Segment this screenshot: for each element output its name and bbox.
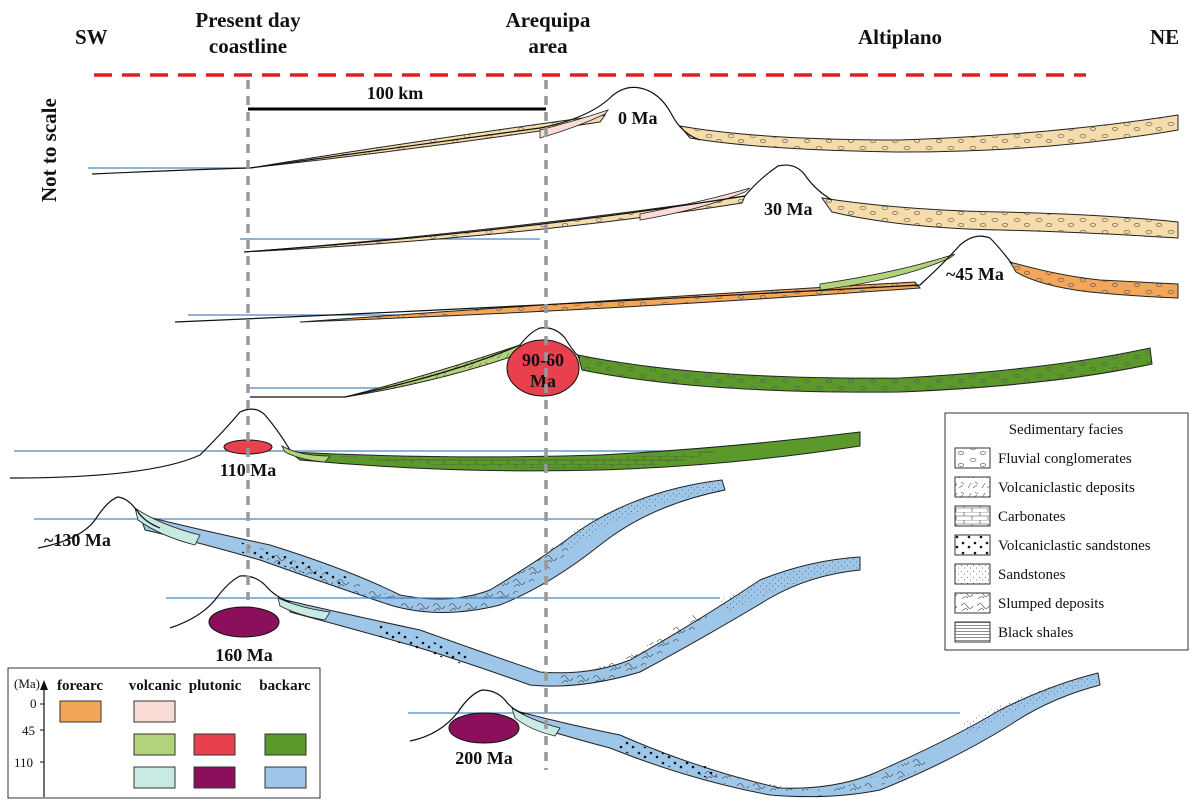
age-label-200ma: 200 Ma	[455, 748, 513, 768]
backarc-basin-fill	[284, 556, 861, 687]
swatch-black-shales	[954, 621, 991, 643]
age-label-130ma: ~130 Ma	[44, 530, 111, 550]
backarc-basin-fill	[519, 672, 1101, 798]
age-label-90-60ma-line1: 90-60	[522, 350, 564, 370]
volcano-profile	[37, 496, 161, 549]
slumped-deposits	[560, 610, 710, 685]
volcano-profile	[91, 86, 701, 175]
slumped-deposits	[700, 755, 930, 796]
row-tick-0: 0	[30, 696, 37, 711]
scale-bar-label: 100 km	[367, 83, 424, 103]
legend-item-carbonates: Carbonates	[998, 509, 1066, 525]
volcano-profile	[409, 689, 526, 742]
pluton-90-60ma	[506, 339, 580, 397]
legend-item-fluvial-conglomerates: Fluvial conglomerates	[998, 451, 1132, 467]
age-label-160ma: 160 Ma	[215, 645, 273, 665]
swatch-volcaniclastic-deposits	[954, 476, 991, 498]
ne-label: NE	[1150, 25, 1179, 49]
age-label-45ma: ~45 Ma	[946, 264, 1004, 284]
legend-item-sandstones: Sandstones	[998, 567, 1066, 583]
swatch-plutonic-old	[193, 766, 236, 789]
forearc-conglomerate-wedge	[244, 196, 745, 252]
backarc-conglomerate-wedge	[578, 348, 1152, 393]
section-130ma: ~130 Ma	[34, 479, 726, 613]
section-45ma: ~45 Ma	[174, 235, 1179, 323]
swatch-backarc-old	[264, 766, 307, 789]
color-key-axis-label: (Ma)	[14, 676, 40, 691]
section-160ma: 160 Ma	[166, 556, 861, 687]
forearc-conglomerate-wedge	[250, 115, 605, 168]
age-label-0ma: 0 Ma	[618, 108, 658, 128]
section-110ma: 110 Ma	[9, 408, 861, 480]
arequipa-label-line2: area	[528, 34, 568, 58]
col-header-plutonic: plutonic	[189, 678, 242, 694]
row-tick-110: 110	[14, 755, 33, 770]
section-90-60ma: 90-60 Ma	[248, 327, 1153, 398]
facies-legend: Sedimentary facies Fluvial conglomerates…	[944, 412, 1189, 651]
sw-label: SW	[75, 25, 108, 49]
forearc-volcanic-wedge	[345, 345, 525, 397]
volcanic-wedge	[819, 253, 956, 291]
swatch-plutonic-mid	[193, 733, 236, 756]
legend-item-volcaniclastic-sandstones: Volcaniclastic sandstones	[998, 538, 1151, 554]
pluton-160ma	[208, 606, 280, 638]
slumped-deposits	[260, 540, 570, 612]
backarc-conglomerate-wedge	[680, 115, 1178, 152]
coastline-label-line2: coastline	[209, 34, 287, 58]
backarc-conglomerate-wedge	[822, 198, 1178, 238]
swatch-volcanic-mid	[133, 733, 176, 756]
facies-legend-title: Sedimentary facies	[1009, 422, 1124, 438]
volcaniclastic-sandstones	[378, 625, 470, 665]
age-label-90-60ma-line2: Ma	[530, 371, 556, 391]
sandstones	[960, 675, 1098, 735]
not-to-scale-label: Not to scale	[37, 98, 61, 202]
section-0ma: 0 Ma	[88, 86, 1179, 175]
swatch-carbonates	[954, 505, 991, 527]
altiplano-label: Altiplano	[858, 25, 942, 49]
age-label-30ma: 30 Ma	[764, 199, 813, 219]
legend-item-black-shales: Black shales	[998, 625, 1074, 641]
coastline-label-line1: Present day	[195, 8, 301, 32]
backarc-basin-fill	[139, 479, 726, 613]
section-30ma: 30 Ma	[240, 164, 1179, 253]
volcano-profile	[174, 235, 1013, 323]
swatch-fluvial-conglomerates	[954, 447, 991, 469]
swatch-sandstones	[954, 563, 991, 585]
col-header-forearc: forearc	[57, 678, 103, 694]
volcano-profile	[250, 327, 581, 398]
volcanic-wedge	[511, 707, 561, 737]
section-200ma: 200 Ma	[408, 672, 1101, 798]
volcanic-wedge	[277, 597, 331, 621]
pluton-200ma	[448, 712, 520, 744]
swatch-volcanic-old	[133, 766, 176, 789]
row-tick-45: 45	[22, 723, 35, 738]
col-header-volcanic: volcanic	[129, 678, 182, 694]
color-key-table: (Ma) forearc volcanic plutonic backarc 0…	[7, 667, 321, 799]
swatch-backarc-mid	[264, 733, 307, 756]
swatch-volcaniclastic-sandstones	[954, 534, 991, 556]
backarc-conglomerate-wedge	[1010, 262, 1178, 298]
legend-item-slumped-deposits: Slumped deposits	[998, 596, 1104, 612]
swatch-slumped-deposits	[954, 592, 991, 614]
sandstones	[720, 558, 860, 612]
volcanic-wedge	[134, 507, 201, 546]
swatch-volcanic-recent	[133, 700, 176, 723]
volcano-profile	[9, 408, 291, 479]
volcanic-wedge	[539, 109, 610, 139]
forearc-conglomerate-wedge	[243, 195, 746, 253]
volcano-profile	[243, 164, 833, 253]
arequipa-label-line1: Arequipa	[506, 8, 591, 32]
volcano-profile	[169, 575, 291, 629]
volcaniclastic-sandstones	[618, 738, 720, 780]
color-key-axis-arrow	[40, 680, 48, 690]
legend-item-volcaniclastic-deposits: Volcaniclastic deposits	[998, 480, 1135, 496]
swatch-forearc-recent	[59, 700, 102, 723]
backarc-carbonate-basin	[330, 450, 720, 469]
volcanic-wedge	[281, 445, 331, 463]
col-header-backarc: backarc	[259, 678, 311, 694]
volcaniclastic-sandstones	[240, 542, 350, 586]
sandstones	[560, 482, 722, 550]
